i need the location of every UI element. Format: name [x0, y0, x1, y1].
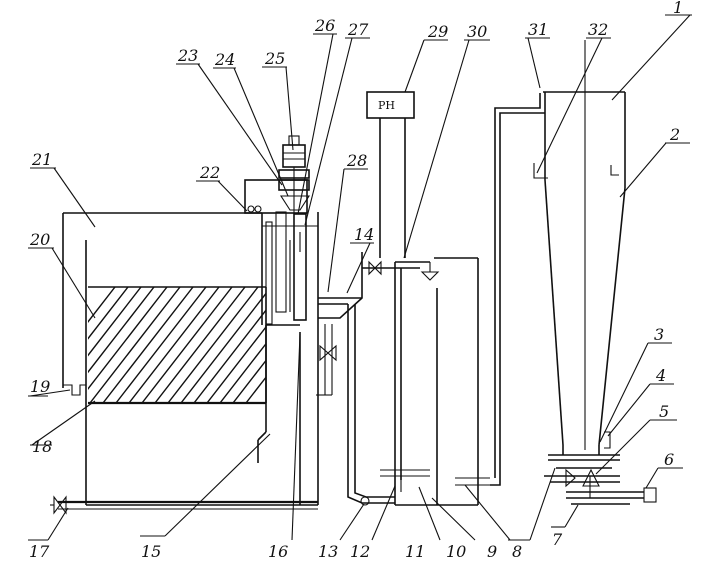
hatch-line: [206, 325, 266, 403]
callout-18: 18: [32, 437, 52, 456]
lift-tube: [262, 211, 318, 325]
hatch-line: [180, 292, 266, 403]
callout-15: 15: [141, 542, 161, 561]
hatch-line: [88, 287, 168, 390]
hatch-line: [102, 287, 194, 403]
callout-32: 32: [588, 20, 608, 39]
callout-30: 30: [467, 22, 487, 41]
callout-22: 22: [199, 163, 220, 182]
callout-2: 2: [669, 125, 680, 144]
callout-27: 27: [347, 20, 369, 39]
hatch-line: [88, 287, 116, 323]
hatch-line: [193, 309, 266, 403]
motor-mixer: [244, 135, 311, 214]
hatch-line: [141, 287, 233, 403]
hatch-line: [115, 287, 207, 403]
callout-31: 31: [528, 20, 548, 39]
callout-numbers: 1 2 3 4 5 6 7 8 9 10 11 12 13 14 15 16 1…: [29, 0, 683, 561]
callout-24: 24: [214, 50, 235, 69]
transfer-pipes: [316, 252, 395, 506]
callout-28: 28: [346, 151, 367, 170]
callout-3: 3: [654, 325, 664, 344]
callout-17: 17: [29, 542, 50, 561]
central-column: [257, 212, 319, 505]
riser-pipe: [490, 93, 545, 486]
callout-25: 25: [264, 49, 285, 68]
callout-8: 8: [512, 542, 522, 561]
callout-23: 23: [177, 46, 198, 65]
callout-29: 29: [427, 22, 448, 41]
callout-11: 11: [405, 542, 425, 561]
callout-6: 6: [664, 450, 674, 469]
hatch-line: [245, 376, 266, 403]
hatch-line: [88, 287, 155, 374]
hatch-line: [89, 287, 181, 403]
hatch-line: [167, 287, 259, 403]
ph-adjust-tank: [362, 91, 490, 506]
hatch-line: [232, 359, 266, 403]
fluidized-reactor: [533, 40, 657, 505]
callout-21: 21: [31, 150, 52, 169]
callout-20: 20: [29, 230, 50, 249]
hatch-line: [88, 287, 142, 357]
callout-12: 12: [350, 542, 370, 561]
callout-9: 9: [487, 542, 497, 561]
callout-4: 4: [655, 366, 666, 385]
callout-1: 1: [673, 0, 683, 17]
callout-10: 10: [446, 542, 466, 561]
callout-5: 5: [659, 402, 669, 421]
ph-meter-label: PH: [378, 99, 395, 112]
callout-13: 13: [318, 542, 338, 561]
hatch-line: [128, 287, 220, 403]
filter-bed: [88, 287, 266, 403]
hatch-line: [154, 287, 246, 403]
callout-7: 7: [552, 530, 563, 549]
bottom-pipe: [50, 495, 318, 515]
settling-tank: [62, 212, 318, 506]
callout-19: 19: [30, 377, 50, 396]
leader-lines: [28, 14, 692, 541]
callout-16: 16: [268, 542, 288, 561]
hatch-line: [88, 287, 129, 340]
callout-14: 14: [354, 225, 374, 244]
hatch-line: [219, 342, 266, 403]
callout-26: 26: [314, 16, 335, 35]
